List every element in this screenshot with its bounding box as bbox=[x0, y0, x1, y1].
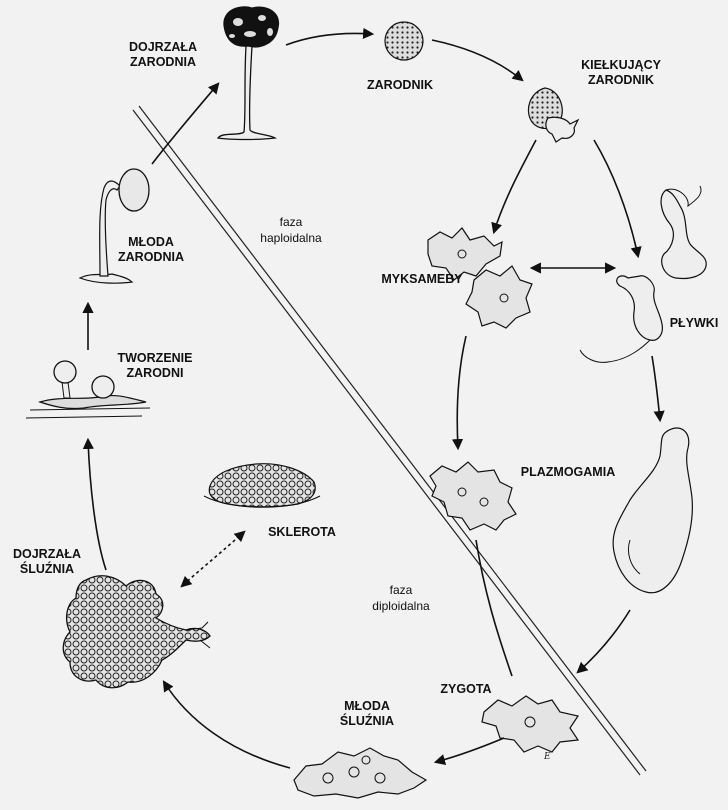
label-plazmogamia: PLAZMOGAMIA bbox=[508, 465, 628, 480]
young-plasmodium-drawing bbox=[294, 748, 426, 798]
label-dojrzala-sluznia: DOJRZAŁA ŚLUŹNIA bbox=[2, 547, 92, 577]
label-sklerota: SKLEROTA bbox=[252, 525, 352, 540]
young-sporangium-drawing bbox=[80, 169, 149, 283]
label-zarodnik: ZARODNIK bbox=[350, 78, 450, 93]
arrow-spore-to-germinating bbox=[432, 40, 522, 80]
label-mloda-sluznia: MŁODA ŚLUŹNIA bbox=[322, 699, 412, 729]
arrow-myxamoebae-to-plasmogamy bbox=[457, 336, 466, 448]
label-plywki: PŁYWKI bbox=[662, 316, 726, 331]
label-myksameby: MYKSAMEBY bbox=[372, 272, 472, 287]
zygote-drawing bbox=[482, 696, 578, 752]
label-mloda-zarodnia: MŁODA ZARODNIA bbox=[106, 235, 196, 265]
arrow-fusing-to-zygote bbox=[578, 610, 630, 672]
fusing-swarm-cells-drawing bbox=[613, 428, 692, 593]
arrow-swarm-to-fusing bbox=[652, 356, 660, 420]
cycle-arrows bbox=[88, 33, 660, 768]
plasmogamy-drawing bbox=[430, 462, 516, 530]
arrow-young-to-mature-plasmodium bbox=[164, 682, 290, 768]
label-tworzenie-zarodni: TWORZENIE ZARODNI bbox=[100, 351, 210, 381]
mature-sporangium-drawing bbox=[218, 7, 279, 140]
figure-mark: E bbox=[544, 752, 551, 762]
spore-drawing bbox=[385, 22, 423, 60]
arrow-sporangium-to-spore bbox=[286, 33, 372, 45]
swarm-cells-drawing bbox=[580, 186, 706, 362]
germinating-spore-drawing bbox=[528, 88, 578, 142]
sclerotium-drawing bbox=[204, 464, 320, 508]
arrow-germinating-to-myxamoebae bbox=[494, 140, 536, 232]
arrow-zygote-to-young-plasmodium bbox=[436, 738, 504, 762]
label-zygota: ZYGOTA bbox=[426, 682, 506, 697]
arrow-plasmogamy-to-zygote bbox=[476, 540, 512, 676]
phase-divider-line bbox=[133, 106, 646, 775]
arrow-germinating-to-swarm bbox=[594, 140, 638, 256]
phase-label-diploid: faza diploidalna bbox=[346, 582, 456, 614]
label-kielkujacy-zarodnik: KIEŁKUJĄCY ZARODNIK bbox=[556, 58, 686, 88]
label-dojrzala-zarodnia: DOJRZAŁA ZARODNIA bbox=[118, 40, 208, 70]
arrow-young-to-mature-sporangium bbox=[152, 84, 218, 164]
arrow-sclerotium-plasmodium bbox=[182, 532, 244, 586]
phase-label-haploid: faza haploidalna bbox=[236, 214, 346, 246]
mature-plasmodium-drawing bbox=[63, 576, 210, 688]
